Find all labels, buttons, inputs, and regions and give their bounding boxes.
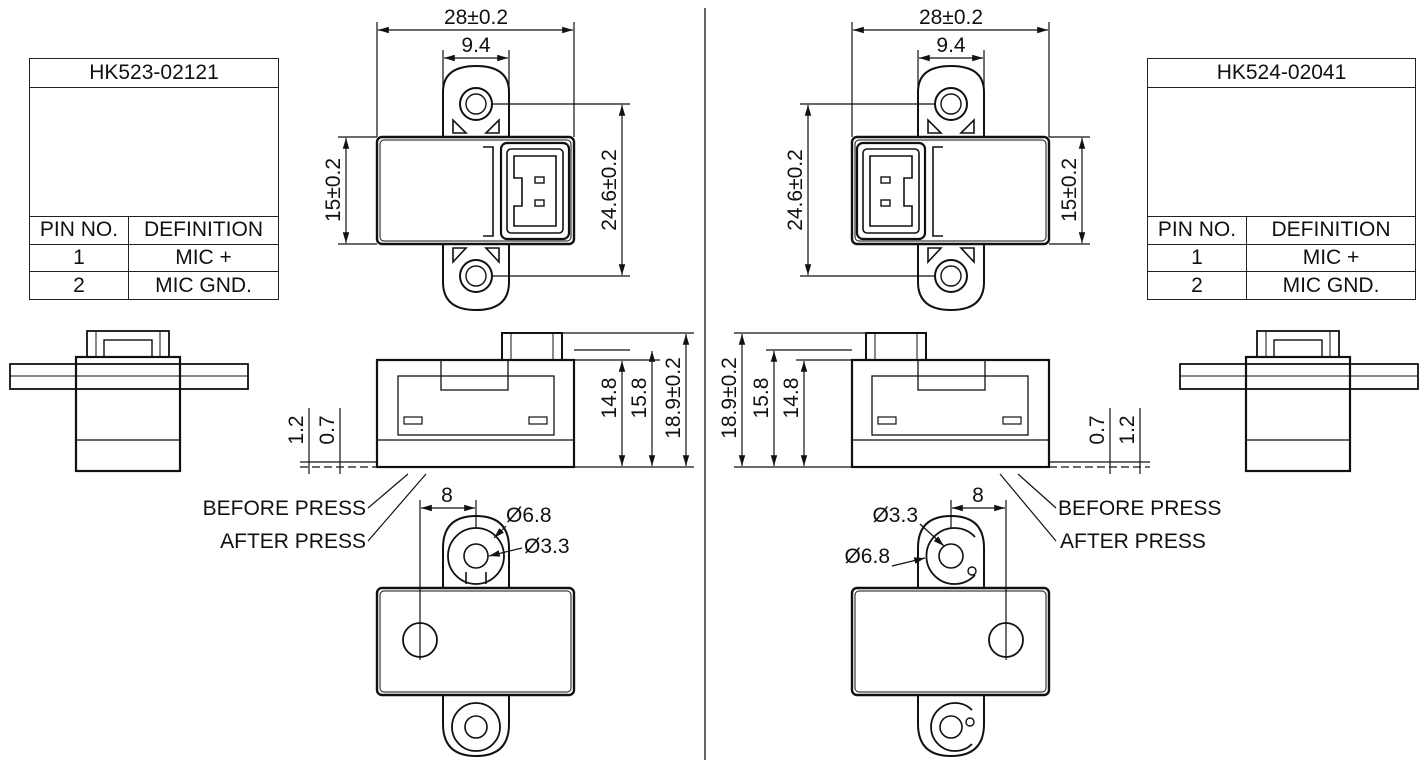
left-dim-height-mid: 15.8 (628, 378, 651, 419)
right-dim-press-a: 1.2 (1116, 415, 1139, 444)
right-dim-dia-outer: Ø6.8 (844, 545, 890, 568)
left-dim-press-a: 1.2 (285, 415, 308, 444)
right-front-dimensions (734, 332, 1150, 542)
right-dim-press-b: 0.7 (1086, 415, 1109, 444)
right-top-view (850, 64, 1051, 312)
left-dim-dia-outer: Ø6.8 (506, 504, 552, 527)
right-front-view (850, 332, 1051, 469)
left-top-dimensions (338, 22, 630, 277)
left-dim-height-total: 18.9±0.2 (662, 357, 685, 439)
right-dim-overall-length: 24.6±0.2 (784, 149, 807, 231)
left-front-view (375, 332, 576, 469)
left-row-pin: 1 (29, 243, 129, 273)
left-pin-diagram-cell (29, 87, 279, 217)
right-row-pin: 1 (1147, 243, 1247, 273)
left-dim-body-height: 15±0.2 (322, 158, 345, 222)
right-label-before-press: BEFORE PRESS (1058, 497, 1221, 520)
left-dim-overall-length: 24.6±0.2 (598, 149, 621, 231)
left-row-definition: MIC + (128, 243, 279, 273)
right-dim-hole-spacing: 9.4 (936, 34, 966, 57)
right-dim-body-height: 15±0.2 (1058, 158, 1081, 222)
left-dim-overall-width: 28±0.2 (444, 6, 508, 29)
right-header-pin-no: PIN NO. (1147, 216, 1247, 245)
right-bottom-view (850, 514, 1051, 758)
left-dim-hole-spacing: 9.4 (461, 34, 491, 57)
right-part-number: HK524-02041 (1147, 58, 1416, 88)
left-pin-table: HK523-02121 PIN NO. DEFINITION 1 MIC + 2… (29, 58, 279, 300)
right-dim-height-total: 18.9±0.2 (718, 357, 741, 439)
left-dim-offset: 8 (441, 484, 453, 507)
right-side-view (1179, 330, 1419, 473)
right-row-definition: MIC + (1246, 243, 1416, 273)
right-header-definition: DEFINITION (1246, 216, 1416, 245)
left-label-before-press: BEFORE PRESS (203, 497, 366, 520)
right-dim-overall-width: 28±0.2 (919, 6, 983, 29)
right-row-definition: MIC GND. (1246, 271, 1416, 300)
left-header-definition: DEFINITION (128, 216, 279, 245)
right-dim-height-body: 14.8 (780, 378, 803, 419)
right-dim-offset: 8 (972, 484, 984, 507)
left-side-view (9, 330, 249, 473)
right-row-pin: 2 (1147, 271, 1247, 300)
left-bottom-dimensions (419, 500, 523, 660)
right-pin-table: HK524-02041 PIN NO. DEFINITION 1 MIC + 2… (1147, 58, 1416, 300)
right-dim-height-mid: 15.8 (750, 378, 773, 419)
left-dim-height-body: 14.8 (598, 378, 621, 419)
left-row-definition: MIC GND. (128, 271, 279, 300)
left-header-pin-no: PIN NO. (29, 216, 129, 245)
left-part-number: HK523-02121 (29, 58, 279, 88)
left-row-pin: 2 (29, 271, 129, 300)
left-front-dimensions (300, 332, 694, 542)
right-top-dimensions (800, 22, 1090, 277)
right-pin-diagram-cell (1147, 87, 1416, 217)
left-label-after-press: AFTER PRESS (220, 530, 366, 553)
right-dim-dia-inner: Ø3.3 (872, 504, 918, 527)
right-label-after-press: AFTER PRESS (1060, 530, 1206, 553)
right-bottom-dimensions (891, 500, 1007, 660)
left-top-view (375, 64, 576, 312)
left-dim-dia-inner: Ø3.3 (524, 535, 570, 558)
left-dim-press-b: 0.7 (316, 415, 339, 444)
